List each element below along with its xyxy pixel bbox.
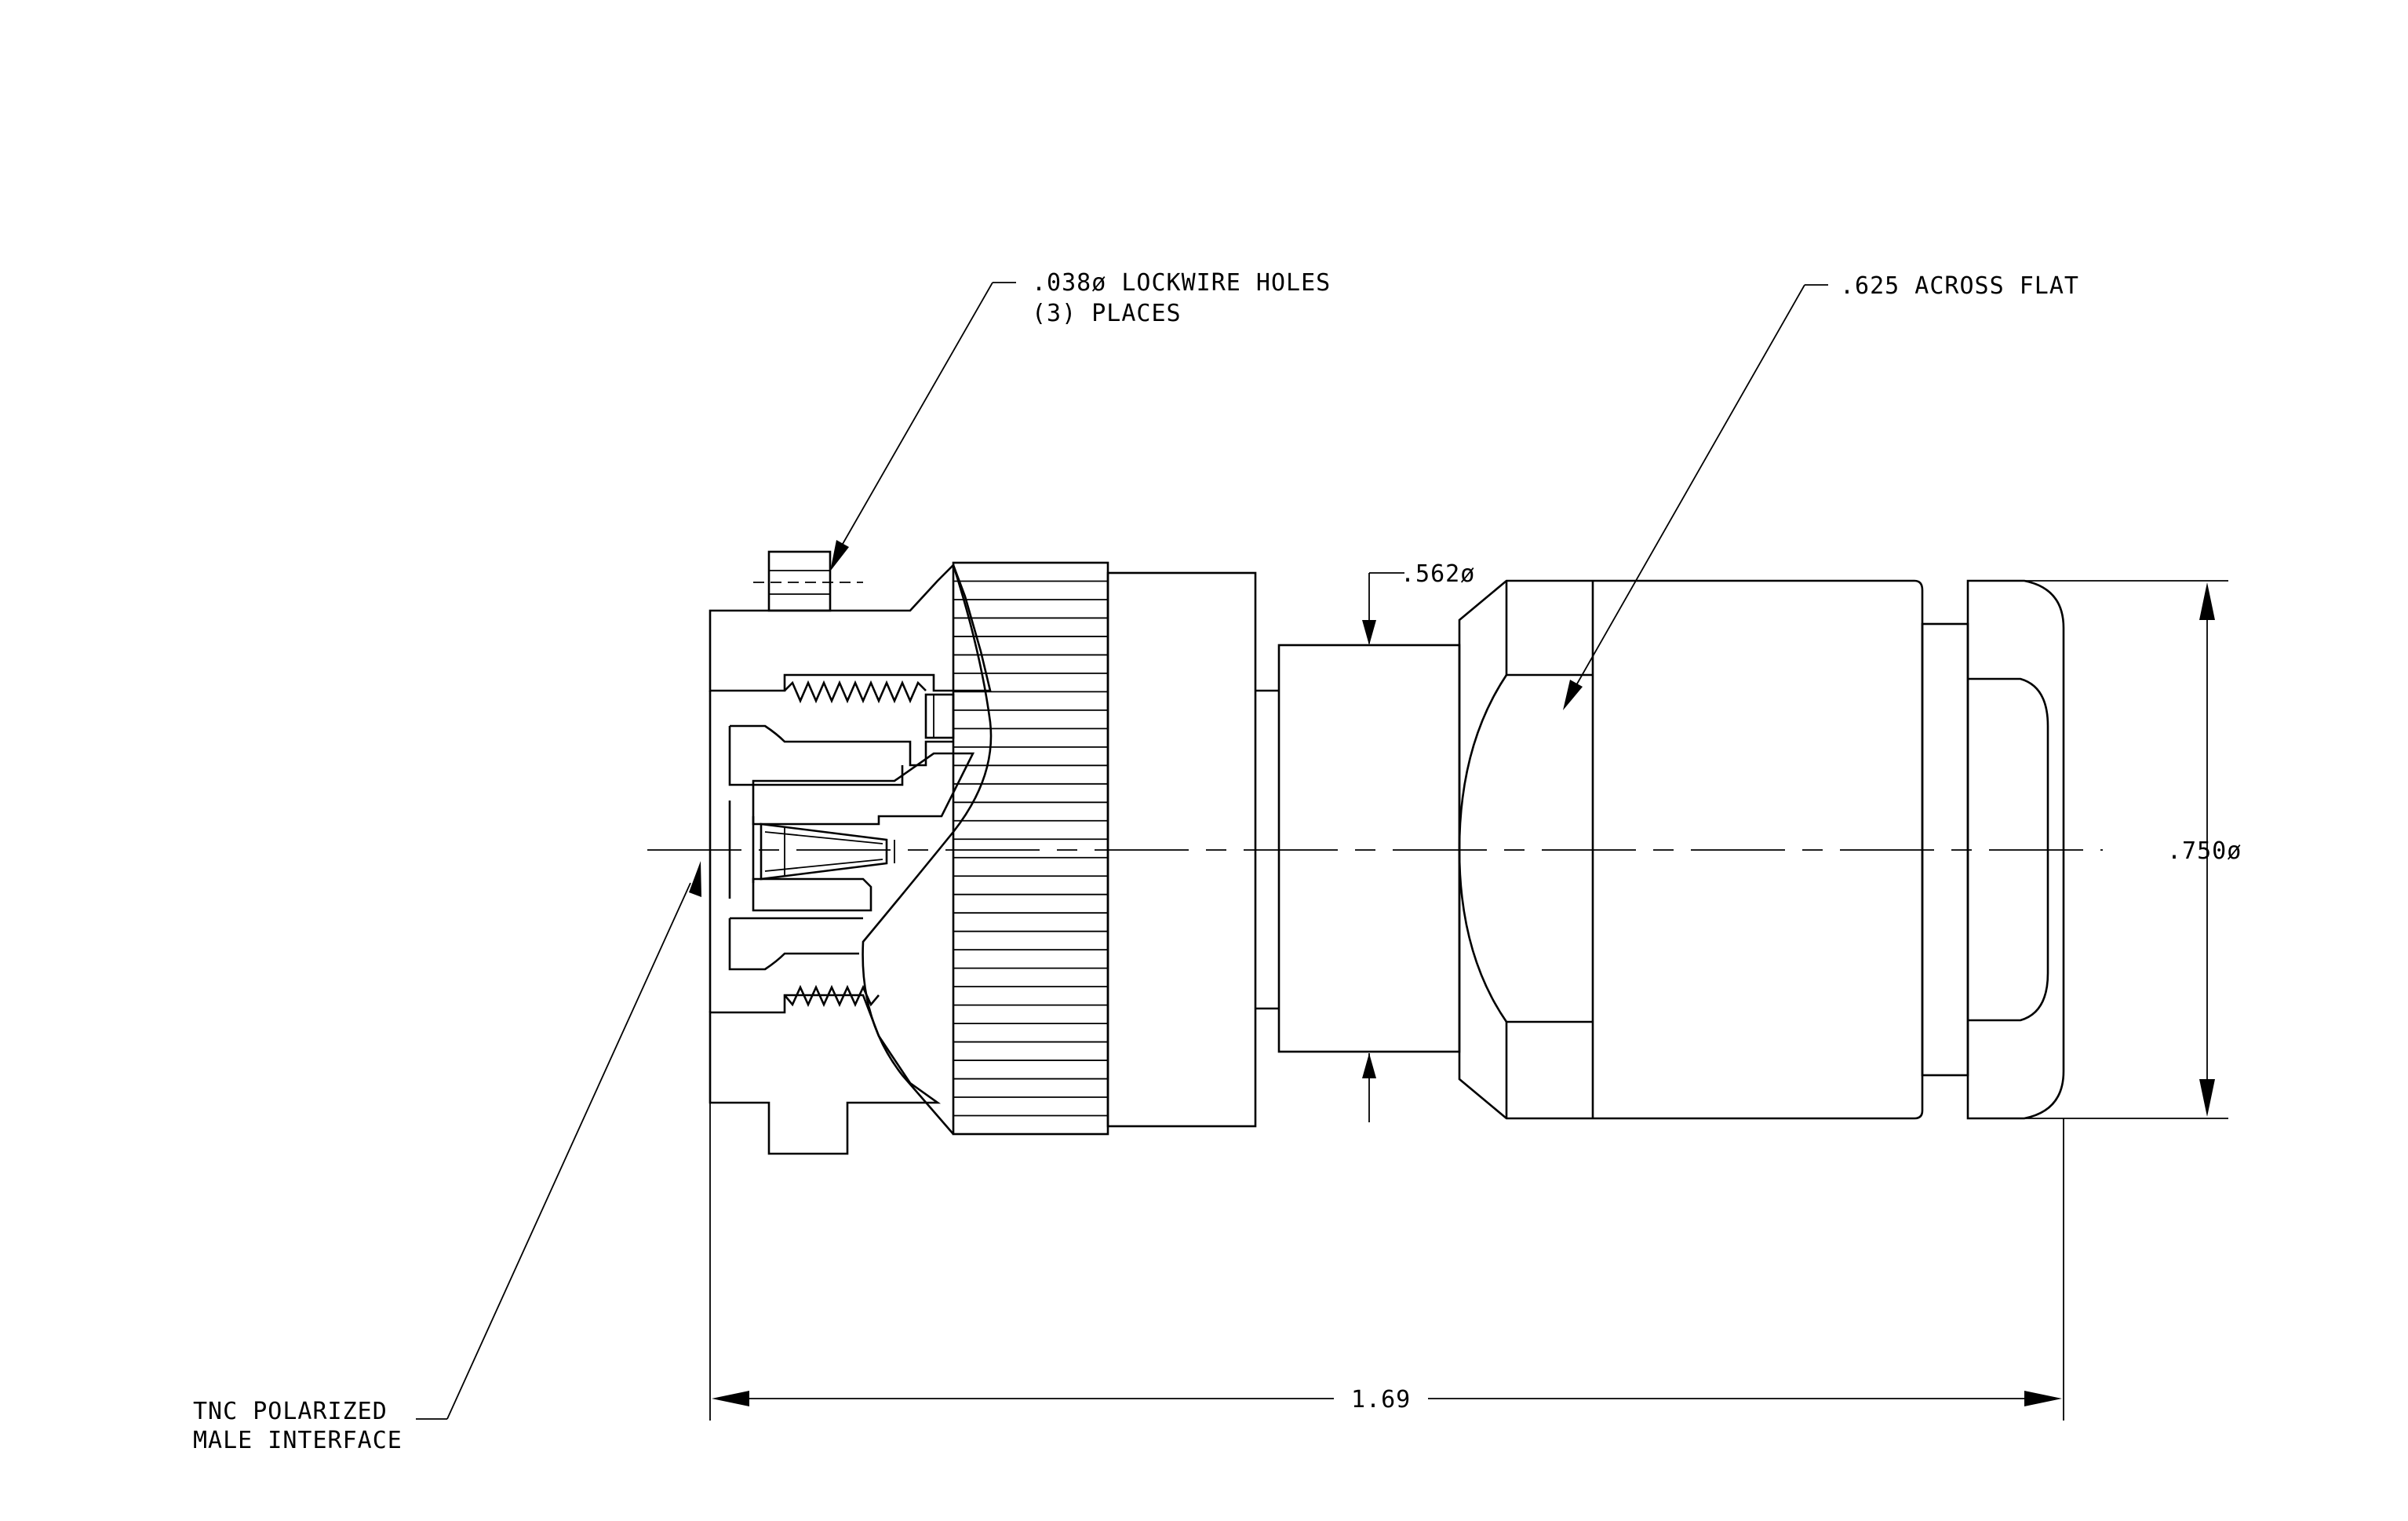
hex-body bbox=[1458, 579, 1924, 1120]
end-cap bbox=[1921, 579, 2065, 1120]
leader-interface bbox=[416, 861, 701, 1420]
dim-562 bbox=[1362, 572, 1404, 1122]
label-outer-diameter: .750ø bbox=[2167, 837, 2242, 865]
leader-across-flat bbox=[1563, 284, 1828, 710]
label-overall-length: 1.69 bbox=[1351, 1386, 1411, 1413]
knurled-nut bbox=[952, 561, 1257, 1136]
label-interface-line1: TNC POLARIZED bbox=[193, 1398, 388, 1425]
label-lockwire-line2: (3) PLACES bbox=[1032, 300, 1182, 327]
label-lockwire-line1: .038ø LOCKWIRE HOLES bbox=[1032, 269, 1331, 297]
label-interface-line2: MALE INTERFACE bbox=[193, 1427, 403, 1454]
coupling-body-section bbox=[709, 550, 992, 1155]
label-inner-diameter: .562ø bbox=[1401, 560, 1475, 588]
sleeve bbox=[1255, 644, 1461, 1053]
dim-750 bbox=[2024, 580, 2228, 1119]
leader-lockwire bbox=[830, 282, 1016, 571]
dim-169 bbox=[709, 1103, 2064, 1421]
label-across-flat: .625 ACROSS FLAT bbox=[1840, 272, 2079, 300]
